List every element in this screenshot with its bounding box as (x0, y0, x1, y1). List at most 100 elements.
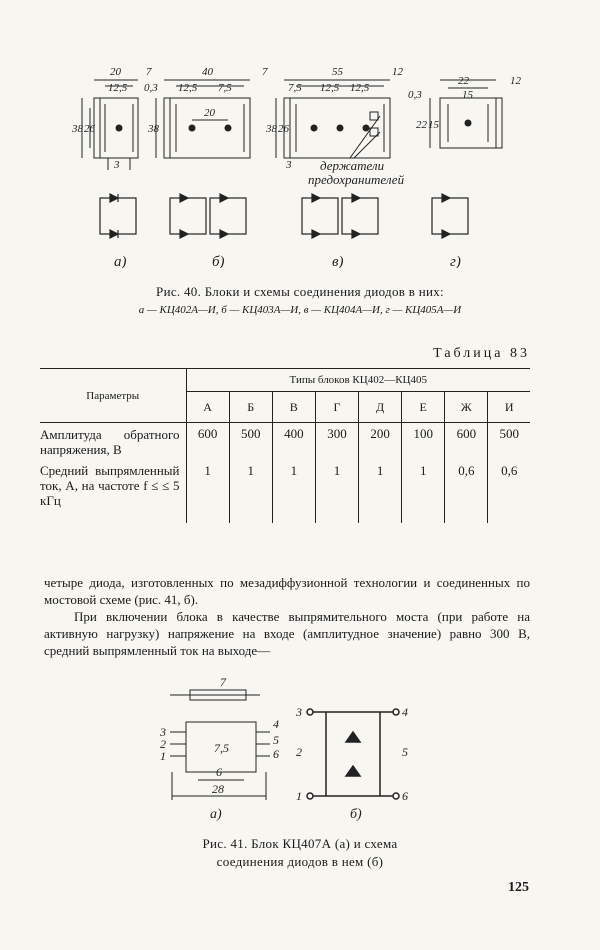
sub-label-a: а) (210, 807, 222, 822)
column-header: И (487, 391, 530, 423)
holders-label: предохранителей (308, 172, 405, 187)
dim-label: 20 (110, 66, 122, 78)
dim-label: 38 (265, 123, 278, 135)
column-header: А (185, 391, 230, 423)
dim-label: 7,5 (218, 82, 232, 94)
param-header: Параметры (40, 368, 186, 423)
dim-label: 0,3 (144, 82, 158, 94)
dim-label: 12,5 (350, 82, 370, 94)
bridge-scheme-41b (306, 708, 400, 800)
block-d-outline (429, 79, 503, 149)
figure-40-drawings: 20 12,5 7 0,3 40 12,5 7,5 20 7 7,5 55 12… (71, 66, 522, 268)
sub-label-d: г) (450, 254, 461, 268)
table-cell: 1 (357, 457, 402, 523)
sub-label-b: б) (212, 254, 225, 268)
dim-label: 7,5 (214, 741, 229, 755)
dim-label: 7 (262, 66, 268, 78)
figure-40-legend: а — КЦ402А—И, б — КЦ403А—И, в — КЦ404А—И… (138, 304, 462, 316)
pin-label: 5 (273, 733, 279, 747)
table-cell: 600 (185, 422, 230, 457)
block-a-outline (81, 79, 139, 170)
dim-label: 7 (146, 66, 152, 78)
table-cell: 500 (228, 422, 273, 457)
block-41a-outline (170, 689, 270, 800)
sub-label-b: б) (350, 807, 362, 822)
table-label: Таблица 83 (433, 346, 530, 361)
scheme-pin-label: 6 (402, 789, 408, 803)
table-cell: 300 (314, 422, 359, 457)
column-header: Д (357, 391, 402, 423)
column-header: Ж (444, 391, 488, 423)
scheme-pin-label: 1 (296, 789, 302, 803)
dim-label: 38 (147, 123, 160, 135)
body-paragraph: четыре диода, изготовленных по мезадиффу… (44, 575, 530, 607)
scheme-pin-label: 5 (402, 745, 408, 759)
column-header: Г (314, 391, 359, 423)
dim-label: 0,3 (408, 89, 422, 101)
dim-label: 20 (204, 107, 216, 119)
table-header-row: А Б В Г Д Е Ж И (40, 391, 530, 423)
pin-label: 1 (160, 749, 166, 763)
column-header: Е (401, 391, 445, 423)
dim-label: 38 (71, 123, 84, 135)
table-cell: 1 (401, 457, 445, 523)
row-param: Средний выпрямленный ток, А, на частоте … (40, 463, 180, 508)
table-cell: 400 (271, 422, 316, 457)
table-cell: 0,6 (444, 457, 488, 523)
table-row: Амплитуда обратного напряжения, В 600 50… (40, 422, 530, 457)
table-header-row: Параметры Типы блоков КЦ402—КЦ405 (40, 368, 530, 423)
dim-label: 6 (216, 765, 222, 779)
dim-label: 12,5 (108, 82, 128, 94)
dim-label: 22 (416, 119, 428, 131)
table-cell: 1 (228, 457, 273, 523)
table-cell: 200 (357, 422, 402, 457)
dim-label: 55 (332, 66, 344, 78)
pin-label: 2 (160, 737, 166, 751)
figure-41-caption: Рис. 41. Блок КЦ407А (а) и схема (202, 836, 398, 851)
pin-label: 6 (273, 747, 279, 761)
figure-41-caption: соединения диодов в нем (б) (216, 854, 384, 869)
column-header: Б (228, 391, 273, 423)
dim-label: 12 (510, 75, 522, 87)
table-cell: 600 (444, 422, 488, 457)
dim-label: 12 (392, 66, 404, 78)
dim-label: 7 (220, 675, 227, 689)
table-cell: 0,6 (487, 457, 530, 523)
pin-label: 4 (273, 717, 279, 731)
dim-label: 26 (84, 123, 96, 135)
dim-label: 15 (462, 89, 474, 101)
dim-label: 12,5 (178, 82, 198, 94)
holders-label: держатели (320, 158, 385, 173)
dim-label: 22 (458, 75, 470, 87)
sub-label-c: в) (332, 254, 344, 268)
scheme-pin-label: 4 (402, 705, 408, 719)
pin-label: 3 (159, 725, 166, 739)
dim-label: 28 (212, 782, 224, 796)
dim-label: 3 (285, 159, 292, 171)
sub-label-a: а) (114, 254, 127, 268)
row-param: Амплитуда обратного напряжения, В (40, 427, 180, 457)
scheme-pin-label: 2 (296, 745, 302, 759)
dim-label: 12,5 (320, 82, 340, 94)
spec-table: Параметры Типы блоков КЦ402—КЦ405 А Б В … (40, 368, 530, 523)
scheme-pin-label: 3 (295, 705, 302, 719)
dim-label: 3 (113, 159, 120, 171)
table-row: Средний выпрямленный ток, А, на частоте … (40, 457, 530, 523)
column-header: В (271, 391, 316, 423)
table-cell: 1 (271, 457, 316, 523)
diode-bridge-scheme (99, 193, 469, 239)
dim-label: 15 (428, 119, 440, 131)
types-header: Типы блоков КЦ402—КЦ405 (185, 368, 530, 392)
block-b-outline (155, 79, 251, 159)
figure-40-caption: Рис. 40. Блоки и схемы соединения диодов… (156, 284, 444, 299)
table-cell: 1 (314, 457, 359, 523)
figure-41-drawings: 7 7,5 6 28 3 2 1 4 5 6 3 4 2 5 1 6 а) б) (159, 675, 408, 822)
page-number: 125 (508, 880, 529, 895)
table-cell: 1 (185, 457, 230, 523)
block-c-outline (275, 79, 391, 159)
dim-label: 7,5 (288, 82, 302, 94)
table-cell: 500 (487, 422, 530, 457)
table-cell: 100 (401, 422, 445, 457)
body-paragraph: При включении блока в качестве выпрямите… (44, 609, 530, 658)
dim-label: 26 (278, 123, 290, 135)
